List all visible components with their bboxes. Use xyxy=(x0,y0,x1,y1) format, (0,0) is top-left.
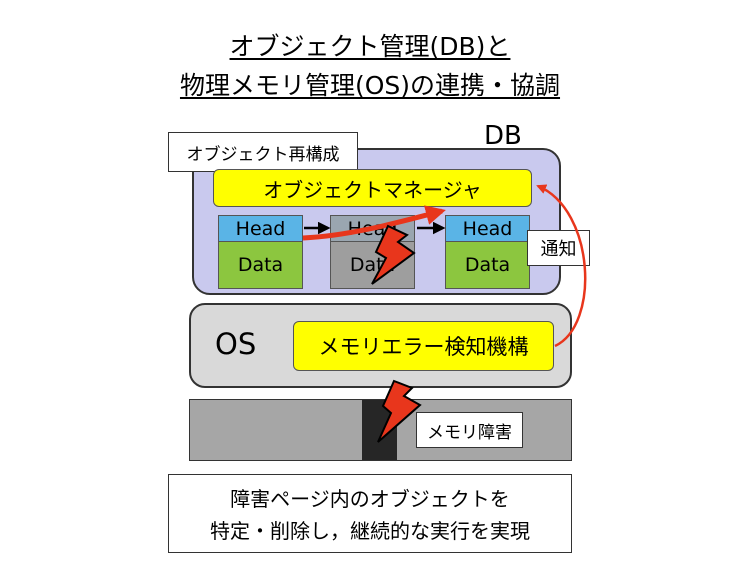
object-2-head: Head xyxy=(330,215,415,242)
memory-error-detector: メモリエラー検知機構 xyxy=(293,321,554,371)
os-label: OS xyxy=(215,327,257,361)
result-line-1: 障害ページ内のオブジェクトを xyxy=(230,487,510,511)
result-line-2: 特定・削除し，継続的な実行を実現 xyxy=(210,519,530,543)
object-2: Head Data xyxy=(330,215,415,289)
reconstruct-label: オブジェクト再構成 xyxy=(168,132,358,172)
notify-label: 通知 xyxy=(527,230,590,266)
object-manager: オブジェクトマネージャ xyxy=(213,169,532,207)
object-1: Head Data xyxy=(218,215,303,289)
db-label: DB xyxy=(484,121,522,151)
title-line-2: 物理メモリ管理(OS)の連携・協調 xyxy=(179,71,561,100)
object-1-data: Data xyxy=(218,241,303,289)
result-box xyxy=(168,474,572,553)
object-1-head: Head xyxy=(218,215,303,242)
faulty-page xyxy=(362,400,397,460)
object-3-data: Data xyxy=(445,241,530,289)
object-2-data: Data xyxy=(330,241,415,289)
object-3-head: Head xyxy=(445,215,530,242)
title-line-1: オブジェクト管理(DB)と xyxy=(229,32,511,61)
object-3: Head Data xyxy=(445,215,530,289)
memory-fault-label: メモリ障害 xyxy=(416,412,523,448)
